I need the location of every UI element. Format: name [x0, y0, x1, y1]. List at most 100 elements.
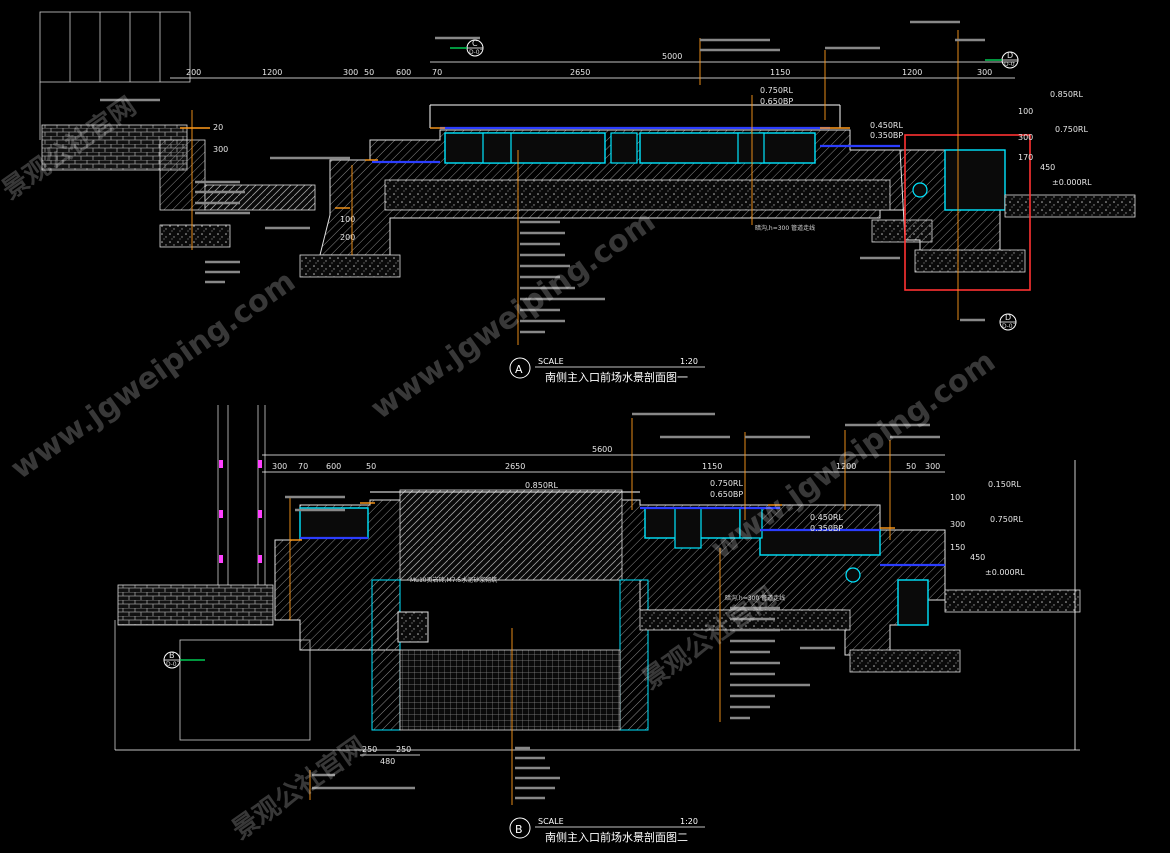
section-a-dim-2: 300: [343, 68, 358, 77]
section-a-detail-marker-c: C D-07: [450, 39, 484, 57]
section-a-callout-note: 暗沟,h=300 管道走线: [755, 224, 815, 232]
section-a-vdim-0: 100: [1018, 107, 1033, 116]
section-a-pool-3: [759, 132, 816, 164]
section-b-vent: [397, 611, 429, 643]
section-a-leaders: [191, 30, 959, 345]
section-b-bdim-1: 250: [396, 745, 411, 754]
section-b-bottom-dims: 250 250 480: [360, 745, 420, 766]
section-a-dim-9: 300: [977, 68, 992, 77]
watermark-0: www.jgweiping.com: [5, 264, 302, 487]
section-a-marker-d-ref: D-07: [1004, 61, 1019, 68]
section-a-vdim-3: 450: [1040, 163, 1055, 172]
section-b-pool-left: [299, 507, 369, 539]
section-b-left-pier: [371, 579, 401, 731]
section-b-dim-7: 50: [906, 462, 916, 471]
section-b-bdim-2: 480: [380, 757, 395, 766]
section-b-dim-2: 600: [326, 462, 341, 471]
section-b-grid-fill: [399, 649, 621, 731]
section-b-elev-3: 0.450RL: [810, 513, 843, 522]
section-b-pool-2: [759, 529, 881, 556]
watermark-2: www.jgweiping.com: [365, 204, 662, 427]
section-a-left-paving: [204, 184, 316, 211]
section-a-label: A: [515, 363, 523, 376]
section-a-vdim-1: 300: [1018, 133, 1033, 142]
section-a-building: [39, 11, 191, 140]
section-b-mortar-note: Mu10页岩砖,M7.5水泥砂浆砌筑: [410, 576, 497, 584]
section-a-dim-4: 600: [396, 68, 411, 77]
section-a-dim-3: 50: [364, 68, 374, 77]
section-b-dimension-line: [262, 454, 945, 473]
section-a-trench-1: [482, 132, 512, 164]
section-b-leaders: [289, 418, 891, 805]
section-b-gutter: [897, 579, 929, 626]
section-b-vdim-1: 300: [950, 520, 965, 529]
section-a-dims: 200 1200 300 50 600 70 2650 1150 1200 30…: [186, 52, 992, 77]
section-a-pool-1: [444, 132, 606, 164]
section-a-elevations: 0.750RL 0.650BP 0.450RL 0.350BP 0.850RL …: [760, 86, 1092, 187]
section-b-elev-5: 0.150RL: [988, 480, 1021, 489]
section-b-dim-6: 1200: [836, 462, 856, 471]
section-a-gutter: [944, 149, 1006, 211]
section-b-right-ground: [944, 589, 1081, 613]
section-a-scale-word: SCALE: [538, 357, 564, 366]
section-b-water-lines: [300, 506, 945, 567]
section-b-dim-4: 2650: [505, 462, 525, 471]
section-b-scale-ratio: 1:20: [680, 817, 698, 826]
section-a: 200 1200 300 50 600 70 2650 1150 1200 30…: [39, 11, 1136, 384]
section-a-ground-right: [1004, 194, 1136, 218]
section-b-right-pier: [619, 579, 649, 731]
section-a-dim-6: 2650: [570, 68, 590, 77]
section-a-marker-d2-ref: D-07: [1002, 323, 1017, 330]
section-b: 300 70 600 50 2650 1150 1200 50 300 5600…: [114, 405, 1081, 844]
section-a-elev-5: 0.750RL: [1055, 125, 1088, 134]
section-a-small-3: 200: [340, 233, 355, 242]
section-b-vdim-0: 100: [950, 493, 965, 502]
section-a-marker-c-id: C: [472, 39, 478, 48]
section-b-bdim-0: 250: [362, 745, 377, 754]
section-a-note-lines: [100, 20, 985, 334]
section-b-callout-note: 暗沟,h=300 管道走线: [725, 594, 785, 602]
section-a-drain-pipe: [912, 182, 928, 198]
section-a-elev-3: 0.350BP: [870, 131, 903, 140]
section-a-dim-total: 5000: [662, 52, 682, 61]
section-a-dimension-line: [170, 61, 1015, 79]
section-b-elev-4: 0.350BP: [810, 524, 843, 533]
section-a-marker-c-ref: D-07: [469, 49, 484, 56]
section-a-trench-2: [610, 132, 638, 164]
section-a-elev-6: ±0.000RL: [1052, 178, 1092, 187]
section-b-left-brick: [117, 584, 274, 626]
section-a-outline: [429, 104, 841, 128]
section-b-dim-5: 1150: [702, 462, 722, 471]
section-a-dim-1: 1200: [262, 68, 282, 77]
section-b-title: 南侧主入口前场水景剖面图二: [545, 830, 688, 844]
section-a-scale-ratio: 1:20: [680, 357, 698, 366]
section-b-vertical-dims: 100 300 150 450: [950, 493, 985, 562]
section-a-small-1: 300: [213, 145, 228, 154]
section-b-marker-id: B: [169, 651, 175, 660]
section-b-vdim-2: 150: [950, 543, 965, 552]
section-b-elev-1: 0.750RL: [710, 479, 743, 488]
section-a-detail-box: [904, 134, 1031, 291]
section-a-marker-d-id: D: [1007, 51, 1013, 60]
section-a-copings: [180, 127, 850, 209]
section-a-elev-0: 0.750RL: [760, 86, 793, 95]
section-b-planter: [399, 489, 623, 581]
section-b-label: B: [515, 823, 523, 836]
section-b-elevations: 0.850RL 0.750RL 0.650BP 0.450RL 0.350BP …: [525, 479, 1025, 577]
section-a-detail-marker-d: D D-07: [985, 51, 1019, 69]
section-a-small-0: 20: [213, 123, 223, 132]
section-b-scale-word: SCALE: [538, 817, 564, 826]
section-b-drain-pipe: [845, 567, 861, 583]
section-a-detail-marker-d2: D D-07: [999, 313, 1017, 331]
section-a-vertical-dims: 100 300 170 450 20 300 100 200: [213, 107, 1055, 242]
section-a-elev-1: 0.650BP: [760, 97, 793, 106]
section-a-title: 南侧主入口前场水景剖面图一: [545, 370, 688, 384]
section-b-marker-ref: D-07: [166, 661, 181, 668]
section-a-vdim-2: 170: [1018, 153, 1033, 162]
section-b-note-lines: [285, 412, 940, 800]
section-b-dim-0: 300: [272, 462, 287, 471]
section-b-dim-1: 70: [298, 462, 308, 471]
section-b-pipe-marks: [219, 460, 262, 563]
section-a-dim-7: 1150: [770, 68, 790, 77]
